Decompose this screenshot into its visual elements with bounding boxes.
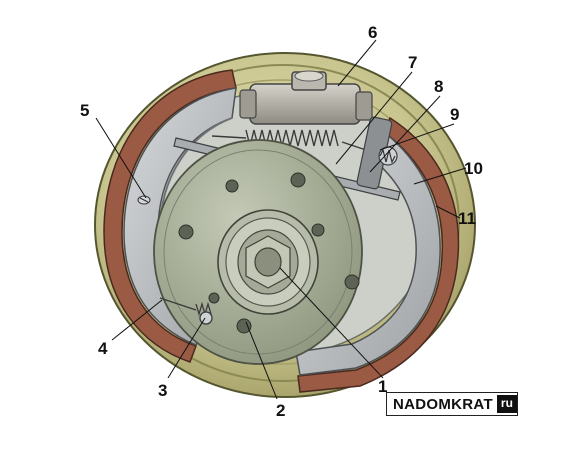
hold-down-pin [137,195,151,205]
callout-2: 2 [276,401,285,420]
left-brake-shoe [123,87,237,346]
callout-1: 1 [378,377,387,396]
left-shoe-lining [103,69,237,363]
callout-3: 3 [158,381,167,400]
watermark-tld: ru [496,395,517,413]
wheel-cylinder [239,70,373,125]
right-brake-shoe [295,130,441,376]
callout-8: 8 [434,77,443,96]
hub-bearing-nut [217,209,319,315]
callout-10: 10 [464,159,483,178]
parking-lever [356,116,398,190]
leader-lines [95,39,467,400]
callout-9: 9 [450,105,459,124]
callout-4: 4 [98,339,108,358]
nadomkrat-watermark: NADOMKRAT ru [386,392,518,416]
hub-bolt-hole [225,179,239,193]
hub-bolt-hole [236,318,252,334]
callout-5: 5 [80,101,89,120]
right-shoe-lining [297,116,460,393]
callout-11: 11 [458,209,476,228]
hub-bolt-hole [344,274,360,290]
hub-bolt-hole [290,172,306,188]
watermark-main: NADOMKRAT [393,395,493,413]
callout-7: 7 [408,53,417,72]
callout-6: 6 [368,23,377,42]
hub-bolt-hole [178,224,194,240]
hub-bolt-hole [311,223,325,237]
hub-bolt-hole [208,292,220,304]
